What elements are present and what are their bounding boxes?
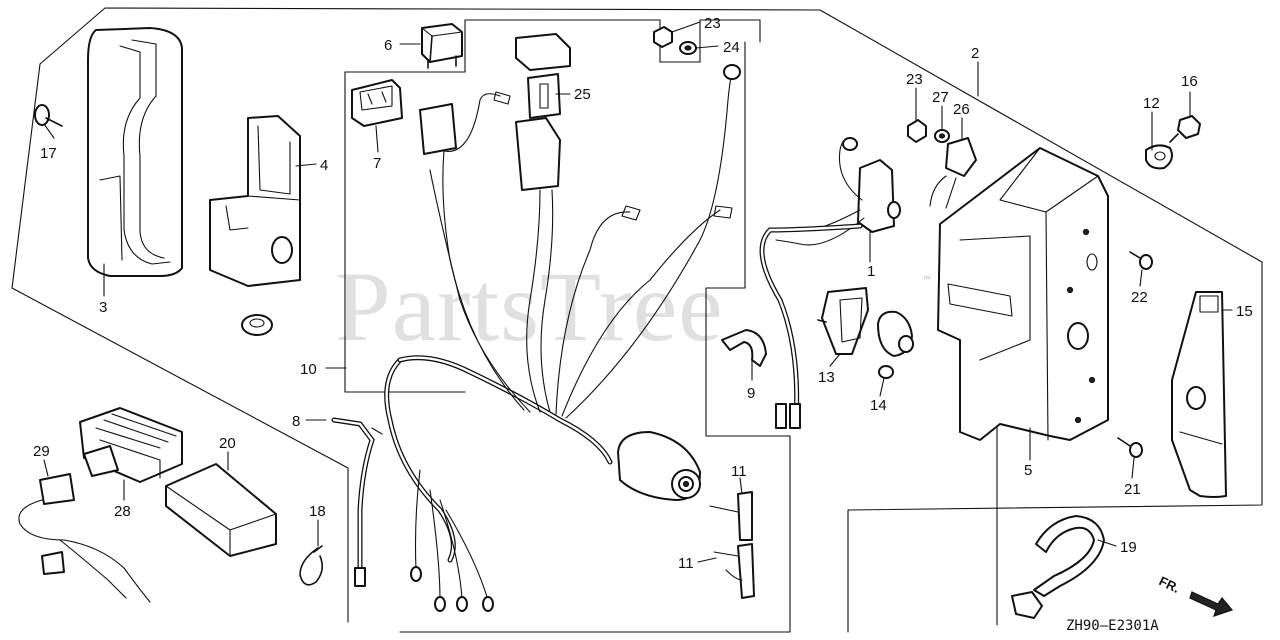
callout-9: 9	[747, 385, 755, 402]
part-16-bolt[interactable]	[1169, 115, 1201, 143]
callout-1: 1	[867, 263, 875, 280]
grommet[interactable]	[241, 314, 273, 336]
callout-26: 26	[953, 101, 970, 118]
callout-27: 27	[932, 89, 949, 106]
part-9-clamp[interactable]	[721, 329, 767, 367]
part-7-fuse-cover[interactable]	[351, 79, 403, 127]
part-10-wire-harness[interactable]	[384, 64, 741, 612]
callout-11-lower: 11	[678, 555, 694, 572]
part-18-clip[interactable]	[299, 545, 324, 586]
part-6-relay[interactable]	[421, 23, 463, 69]
callout-16: 16	[1181, 73, 1198, 90]
callout-2: 2	[971, 45, 979, 62]
part-25-fuse[interactable]	[515, 33, 571, 119]
part-27-washer[interactable]	[934, 129, 950, 143]
part-5-control-box[interactable]	[937, 147, 1109, 441]
part-17-screw[interactable]	[34, 104, 63, 127]
group-frames	[11, 7, 1263, 633]
watermark-trademark: ™	[922, 274, 931, 284]
callout-24: 24	[723, 39, 740, 56]
part-23-nut-right[interactable]	[907, 119, 927, 143]
callout-23-top: 23	[704, 15, 721, 32]
callout-11-upper: 11	[731, 463, 747, 480]
part-26-terminal[interactable]	[929, 137, 977, 209]
callout-19: 19	[1120, 539, 1137, 556]
callout-21: 21	[1124, 481, 1141, 498]
front-label: FR.	[1157, 573, 1182, 596]
part-14-push-button[interactable]	[877, 310, 914, 379]
part-20-pad[interactable]	[165, 463, 277, 557]
part-23-24-nut-washer[interactable]	[653, 26, 697, 55]
callout-10: 10	[300, 361, 317, 378]
ignition-switch[interactable]	[617, 431, 701, 501]
callout-20: 20	[219, 435, 236, 452]
callout-13: 13	[818, 369, 835, 386]
callout-23-right: 23	[906, 71, 923, 88]
part-15-plate[interactable]	[1171, 291, 1227, 498]
part-1-switch[interactable]	[759, 137, 901, 429]
diagram-code: ZH90—E2301A	[1066, 618, 1159, 634]
callout-6: 6	[384, 37, 392, 54]
callout-28: 28	[114, 503, 131, 520]
part-22-screw[interactable]	[1129, 251, 1153, 270]
callout-3: 3	[99, 299, 107, 316]
part-3-cover[interactable]	[87, 27, 183, 277]
callout-14: 14	[870, 397, 887, 414]
part-12-clip[interactable]	[1145, 144, 1173, 170]
callout-4: 4	[320, 157, 328, 174]
part-29-connector[interactable]	[18, 473, 151, 603]
part-11-terminals[interactable]	[709, 491, 755, 599]
callouts: 1 2 3 4 5 6 7 8 9 10 11 11 12 13 14 15 1…	[33, 15, 1253, 572]
part-28-rectifier[interactable]	[79, 407, 183, 483]
callout-22: 22	[1131, 289, 1148, 306]
part-4-bracket[interactable]	[209, 115, 301, 287]
callout-8: 8	[292, 413, 300, 430]
callout-25: 25	[574, 86, 591, 103]
part-13-switch[interactable]	[817, 287, 869, 355]
callout-5: 5	[1024, 462, 1032, 479]
part-8-lead-wire[interactable]	[331, 417, 383, 587]
leader-lines	[43, 21, 1233, 563]
callout-29: 29	[33, 443, 50, 460]
callout-17: 17	[40, 145, 57, 162]
callout-7: 7	[373, 155, 381, 172]
callout-15: 15	[1236, 303, 1253, 320]
callout-18: 18	[309, 503, 326, 520]
part-21-screw[interactable]	[1117, 437, 1143, 458]
front-arrow: FR.	[1157, 573, 1234, 617]
callout-12: 12	[1143, 95, 1160, 112]
part-19-cable-tie[interactable]	[1011, 515, 1105, 619]
